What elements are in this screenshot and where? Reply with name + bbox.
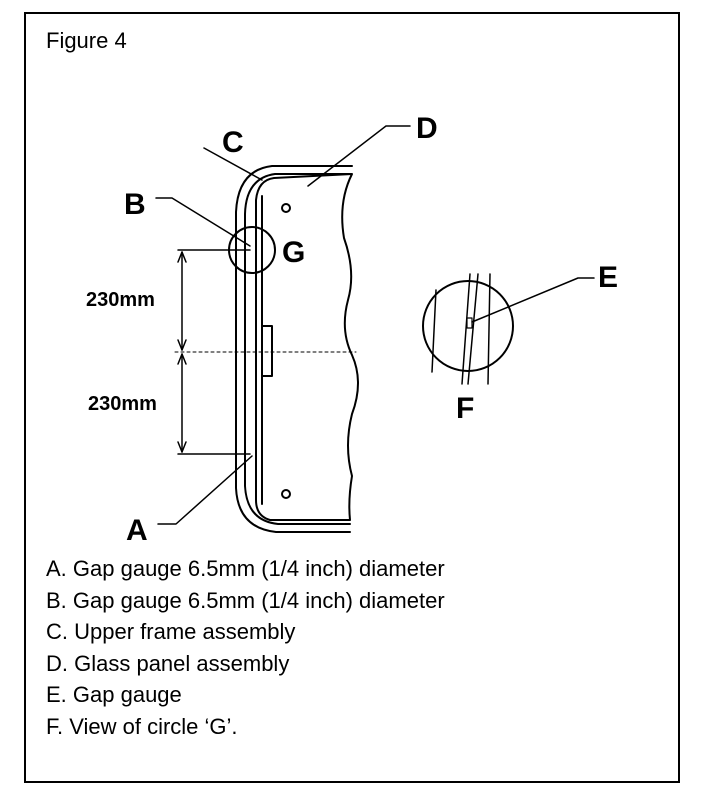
detail-line-4 <box>487 273 491 385</box>
label-d: D <box>416 112 438 145</box>
arrow-lower-top <box>177 353 187 365</box>
leader-a <box>157 455 253 525</box>
legend-list: A. Gap gauge 6.5mm (1/4 inch) diameter B… <box>46 553 445 742</box>
legend-item-e: E. Gap gauge <box>46 682 182 707</box>
panel-tab <box>261 325 273 377</box>
circle-g <box>228 226 276 274</box>
leader-c <box>203 147 263 181</box>
detail-line-2 <box>461 273 471 385</box>
detail-line-3 <box>467 273 479 385</box>
legend-item-c: C. Upper frame assembly <box>46 619 296 644</box>
detail-line-1 <box>431 289 437 373</box>
leader-b <box>155 197 251 247</box>
legend-item-b: B. Gap gauge 6.5mm (1/4 inch) diameter <box>46 587 445 613</box>
detail-gap-gauge <box>466 317 473 329</box>
label-e: E <box>598 261 618 294</box>
label-a: A <box>126 514 148 547</box>
legend-item-f: F. View of circle ‘G’. <box>46 713 238 739</box>
dimension-label-lower: 230mm <box>88 393 157 415</box>
legend-item-a: A. Gap gauge 6.5mm (1/4 inch) diameter <box>46 556 445 581</box>
label-g: G <box>282 236 305 269</box>
legend-item-d: D. Glass panel assembly <box>46 650 290 676</box>
label-c: C <box>222 126 244 159</box>
detail-circle <box>422 280 514 372</box>
label-f: F <box>456 392 474 425</box>
dimension-label-upper: 230mm <box>86 289 155 311</box>
figure-frame <box>24 12 680 783</box>
glass-panel <box>255 173 359 521</box>
leader-d <box>307 125 411 187</box>
mounting-hole-bottom <box>281 489 291 499</box>
mounting-hole-top <box>281 203 291 213</box>
arrow-upper-top <box>177 251 187 263</box>
label-b: B <box>124 188 146 221</box>
upper-frame-outer <box>235 165 353 533</box>
figure-title: Figure 4 <box>46 28 127 53</box>
arrow-lower-bottom <box>177 441 187 453</box>
upper-frame-inner <box>244 173 351 525</box>
arrow-upper-bottom <box>177 339 187 351</box>
leader-e <box>471 277 595 323</box>
